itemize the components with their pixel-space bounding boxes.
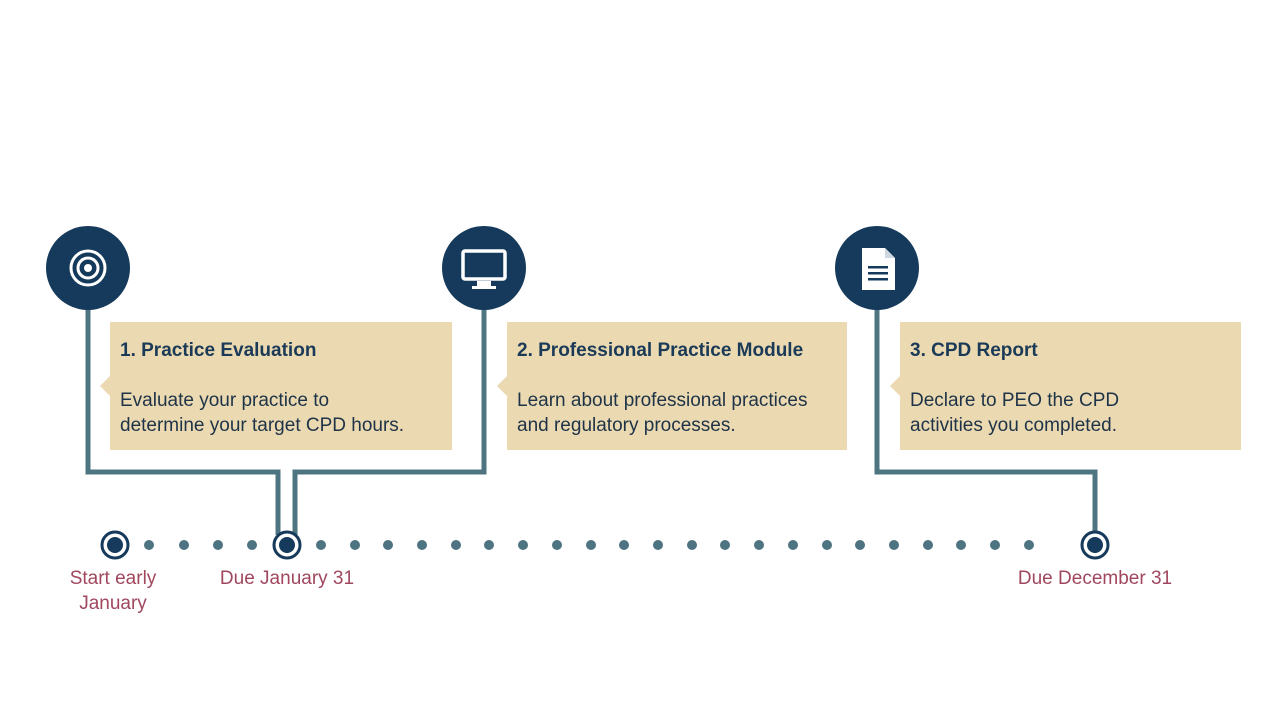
timeline-dot [788,540,798,550]
step-1-body-line-2: determine your target CPD hours. [120,415,405,436]
timeline-dot [179,540,189,550]
step-3-body-line-2: activities you completed. [910,415,1117,436]
timeline-dot [144,540,154,550]
step-3-title: 3. CPD Report [910,340,1038,361]
timeline-dot [552,540,562,550]
milestone-due-january [272,530,302,560]
start-early-line-1: Start early [69,568,157,589]
timeline-dot [923,540,933,550]
target-icon [46,226,130,310]
milestone-start [100,530,130,560]
timeline-dot [417,540,427,550]
timeline-dot [316,540,326,550]
step-1-card: 1. Practice Evaluation Evaluate your pra… [100,322,452,450]
step-2-body-line-2: and regulatory processes. [517,415,736,436]
timeline-dot [889,540,899,550]
milestone-due-december [1080,530,1110,560]
timeline-dot [720,540,730,550]
due-december-label: Due December 31 [1017,568,1173,589]
connector-step-1 [85,300,281,535]
timeline-dot [518,540,528,550]
connector-step-2 [292,300,487,535]
document-icon [835,226,919,310]
step-2-card: 2. Professional Practice Module Learn ab… [497,322,847,450]
timeline-dot [213,540,223,550]
timeline-dot [956,540,966,550]
timeline-dot [451,540,461,550]
timeline-dot [687,540,697,550]
timeline-dot [822,540,832,550]
timeline-dot [1024,540,1034,550]
connector-step-3 [874,300,1098,535]
timeline-dot [247,540,257,550]
timeline-dot [754,540,764,550]
start-early-label: Start early January [45,566,181,616]
timeline-dot [990,540,1000,550]
timeline-dot [586,540,596,550]
timeline-dot [350,540,360,550]
monitor-icon [442,226,526,310]
step-2-title: 2. Professional Practice Module [517,340,804,361]
step-2-body-line-1: Learn about professional practices [517,390,808,411]
step-3-body-line-1: Declare to PEO the CPD [910,390,1120,411]
step-1-title: 1. Practice Evaluation [120,340,317,361]
timeline-dot [484,540,494,550]
timeline-dot [383,540,393,550]
start-early-line-2: January [79,593,147,614]
due-january-label: Due January 31 [219,568,355,589]
step-3-card: 3. CPD Report Declare to PEO the CPD act… [890,322,1241,450]
timeline-dot [653,540,663,550]
timeline-dot [855,540,865,550]
step-1-body-line-1: Evaluate your practice to [120,390,330,411]
timeline-dot [619,540,629,550]
